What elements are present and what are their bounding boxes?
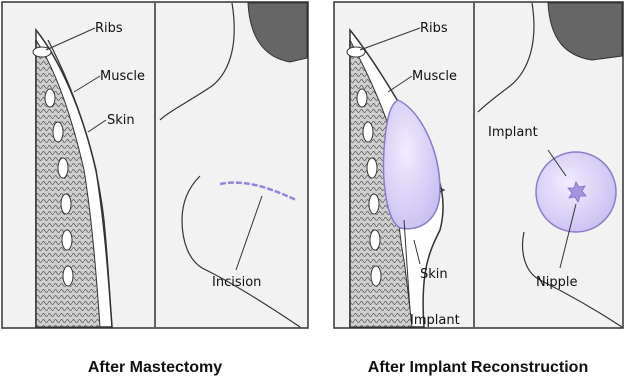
label-ribs: Ribs bbox=[420, 21, 448, 36]
caption-reconstruction: After Implant Reconstruction bbox=[368, 359, 588, 376]
label-ribs: Ribs bbox=[95, 21, 123, 36]
label-incision: Incision bbox=[212, 275, 261, 290]
panel-reconstruction: Ribs Muscle Skin Implant Implant Nipple bbox=[334, 2, 623, 328]
label-muscle: Muscle bbox=[412, 69, 457, 84]
label-muscle: Muscle bbox=[100, 69, 145, 84]
label-implant-front: Implant bbox=[488, 125, 538, 140]
clavicle bbox=[347, 47, 365, 57]
label-skin: Skin bbox=[420, 267, 448, 282]
label-nipple: Nipple bbox=[536, 275, 577, 290]
label-skin: Skin bbox=[107, 113, 135, 128]
panel-mastectomy: Ribs Muscle Skin Incision bbox=[2, 2, 308, 328]
label-implant-side: Implant bbox=[410, 313, 460, 328]
caption-mastectomy: After Mastectomy bbox=[88, 359, 222, 376]
